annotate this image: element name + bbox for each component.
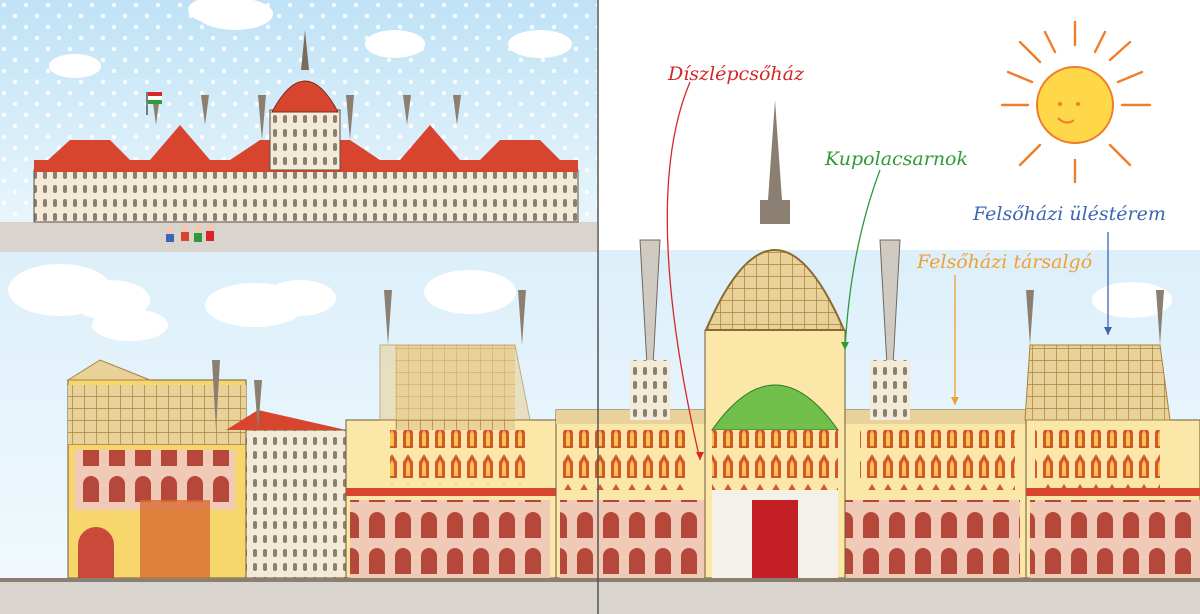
annotation-arrowheads — [696, 327, 1112, 460]
inset-winter-view — [0, 0, 597, 252]
cloud-icon — [49, 0, 572, 78]
label-upper-house-chamber: Felsőházi üléstérem — [972, 203, 1166, 225]
annotation-leaders — [666, 81, 1109, 461]
sun-icon — [1000, 20, 1152, 184]
children-figures — [166, 223, 214, 242]
label-staircase: Díszlépcsőház — [667, 63, 805, 85]
parliament-cross-section — [0, 100, 1200, 614]
flag-icon — [146, 92, 162, 115]
cloud-icon — [8, 80, 1172, 341]
label-dome-hall: Kupolacsarnok — [824, 148, 968, 170]
label-upper-house-lounge: Felsőházi társalgó — [916, 251, 1092, 273]
